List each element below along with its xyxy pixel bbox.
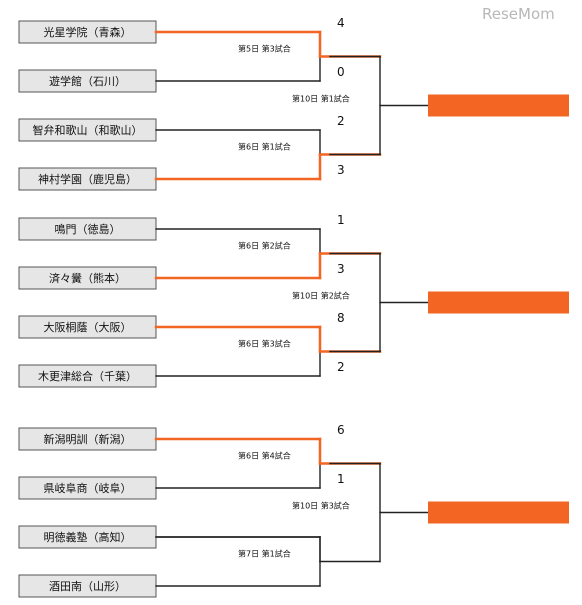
team-name: 遊学館（石川） <box>49 74 126 88</box>
match-label: 第6日 第2試合 <box>238 241 291 251</box>
team-name: 神村学園（鹿児島） <box>38 172 137 186</box>
match-label: 第7日 第1試合 <box>238 549 291 559</box>
team-score: 2 <box>337 360 345 374</box>
team-score: 2 <box>337 114 345 128</box>
team-score: 1 <box>337 213 345 227</box>
team-score: 8 <box>337 311 345 325</box>
team-score: 0 <box>337 65 345 79</box>
team-score: 6 <box>337 423 345 437</box>
team-name: 酒田南（山形） <box>49 580 126 593</box>
final-match-label: 第10日 第2試合 <box>292 291 350 301</box>
match-label: 第6日 第4試合 <box>238 451 291 461</box>
team-name: 鳴門（徳島） <box>55 222 121 236</box>
match-label: 第5日 第3試合 <box>238 44 291 54</box>
resemom-logo: ReseMom <box>482 5 555 23</box>
team-name: 光星学院（青森） <box>44 25 132 39</box>
team-name: 明徳義塾（高知） <box>44 530 132 544</box>
team-score: 3 <box>337 163 345 177</box>
team-name: 木更津総合（千葉） <box>38 369 137 383</box>
team-name: 大阪桐蔭（大阪） <box>44 320 132 334</box>
final-match-label: 第10日 第1試合 <box>292 94 350 104</box>
team-name: 新潟明訓（新潟） <box>44 432 132 446</box>
final-result-box <box>428 291 569 314</box>
final-result-box <box>428 501 569 524</box>
team-name: 済々黌（熊本） <box>49 271 126 285</box>
match-label: 第6日 第3試合 <box>238 339 291 349</box>
match-label: 第6日 第1試合 <box>238 142 291 152</box>
team-name: 県岐阜商（岐阜） <box>44 481 132 495</box>
team-score: 3 <box>337 262 345 276</box>
team-score: 4 <box>337 16 345 30</box>
team-name: 智弁和歌山（和歌山） <box>33 123 143 137</box>
final-result-box <box>428 94 569 117</box>
final-match-label: 第10日 第3試合 <box>292 501 350 511</box>
team-score: 1 <box>337 472 345 486</box>
